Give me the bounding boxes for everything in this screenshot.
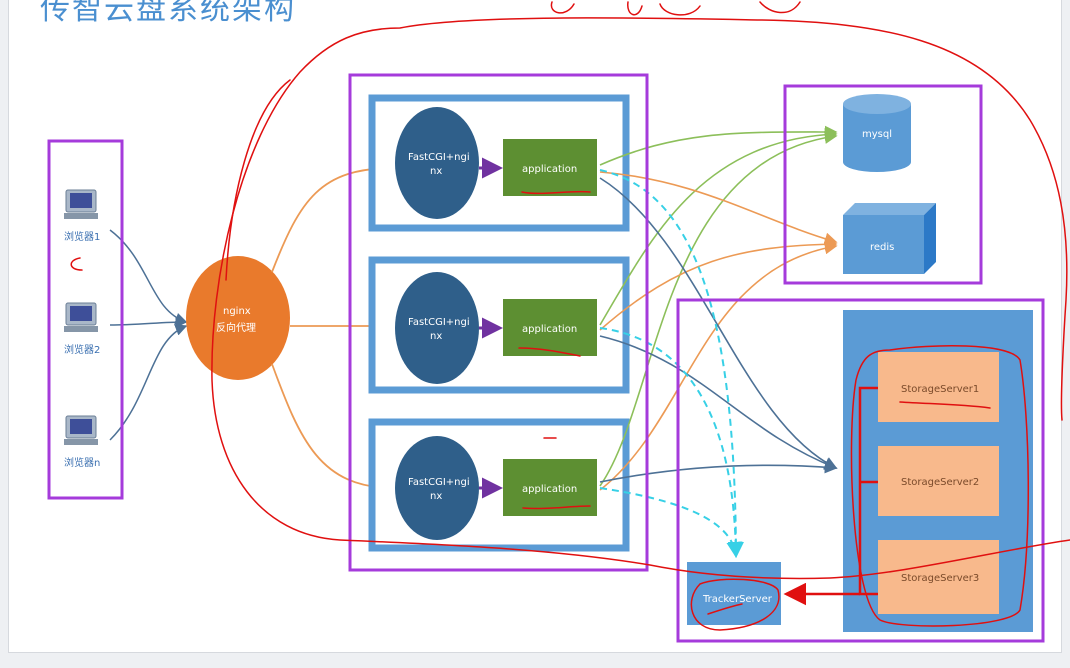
underline-tier-2 — [518, 347, 581, 357]
storage-server-1: StorageServer1 — [878, 352, 999, 422]
computer-icon — [64, 302, 98, 332]
tracker-server: TrackerServer — [687, 562, 781, 625]
purple-annotation-boxes — [47, 73, 1045, 643]
mysql-label: mysql — [862, 129, 892, 140]
application-label: application — [522, 324, 577, 335]
app-redis-connectors — [599, 171, 838, 491]
browsers-group-box — [47, 139, 124, 500]
left-outer-arc — [225, 79, 291, 281]
computer-icon — [64, 189, 98, 219]
page-title: 传智云盘系统架构 — [40, 0, 296, 27]
storage-server-label: StorageServer3 — [901, 573, 979, 584]
app-storage-connectors — [599, 177, 838, 483]
app-tracker-connectors — [599, 169, 744, 558]
redis-label: redis — [870, 242, 894, 253]
browser-check-mark — [70, 257, 83, 271]
databases-group-box — [783, 84, 983, 285]
tracker-underline — [707, 603, 743, 615]
storage-servers-loop — [850, 344, 1029, 627]
fastcgi-nginx-node: FastCGI+ngi nx — [395, 107, 479, 219]
mysql-database: mysql — [843, 94, 911, 172]
browser-label: 浏览器n — [64, 456, 100, 469]
browser-1: 浏览器1 — [64, 189, 100, 243]
computer-icon — [64, 415, 98, 445]
fastcgi-label-line2: nx — [430, 491, 442, 502]
tracker-server-label: TrackerServer — [702, 594, 773, 605]
web-server-tier-1: FastCGI+ngi nx application — [368, 94, 630, 232]
fastcgi-label-line1: FastCGI+ngi — [408, 477, 470, 488]
storage-server-2: StorageServer2 — [878, 446, 999, 516]
storage-server-3: StorageServer3 — [878, 540, 999, 614]
big-outline-loop — [211, 17, 1070, 580]
app-mysql-connectors — [599, 125, 838, 487]
browser-n: 浏览器n — [64, 415, 100, 469]
application-label: application — [522, 484, 577, 495]
storage-server-label: StorageServer2 — [901, 477, 979, 488]
nginx-proxy-node: nginx 反向代理 — [186, 256, 290, 380]
browser-label: 浏览器1 — [64, 230, 100, 243]
application-node: application — [503, 299, 597, 356]
web-server-tier-3: FastCGI+ngi nx application — [368, 418, 630, 552]
fastcgi-label-line1: FastCGI+ngi — [408, 317, 470, 328]
tracker-loop — [690, 578, 780, 631]
fastcgi-label-line2: nx — [430, 331, 442, 342]
storage-tracker-bracket — [783, 386, 878, 606]
application-node: application — [503, 139, 597, 196]
web-server-tier-2: FastCGI+ngi nx application — [368, 256, 630, 394]
fastcgi-label-line1: FastCGI+ngi — [408, 152, 470, 163]
fastcgi-nginx-node: FastCGI+ngi nx — [395, 436, 479, 540]
storage-server-label: StorageServer1 — [901, 384, 979, 395]
storage-cluster: StorageServer1 StorageServer2 StorageSer… — [843, 310, 1033, 632]
fastcgi-nginx-node: FastCGI+ngi nx — [395, 272, 479, 384]
web-servers-group-box — [348, 73, 649, 572]
fastcgi-label-line2: nx — [430, 166, 442, 177]
red-handwritten-annotations — [70, 1, 1070, 631]
proxy-label-line2: 反向代理 — [216, 321, 256, 334]
proxy-label-line1: nginx — [223, 306, 251, 317]
browser-2: 浏览器2 — [64, 302, 100, 356]
browser-label: 浏览器2 — [64, 343, 100, 356]
underline-tier-1 — [521, 190, 591, 195]
storage-group-box — [676, 298, 1045, 643]
application-label: application — [522, 164, 577, 175]
underline-tier-3 — [522, 505, 591, 510]
underline-storage-1 — [899, 401, 991, 409]
top-scribble — [550, 1, 801, 16]
redis-cache: redis — [843, 203, 936, 274]
